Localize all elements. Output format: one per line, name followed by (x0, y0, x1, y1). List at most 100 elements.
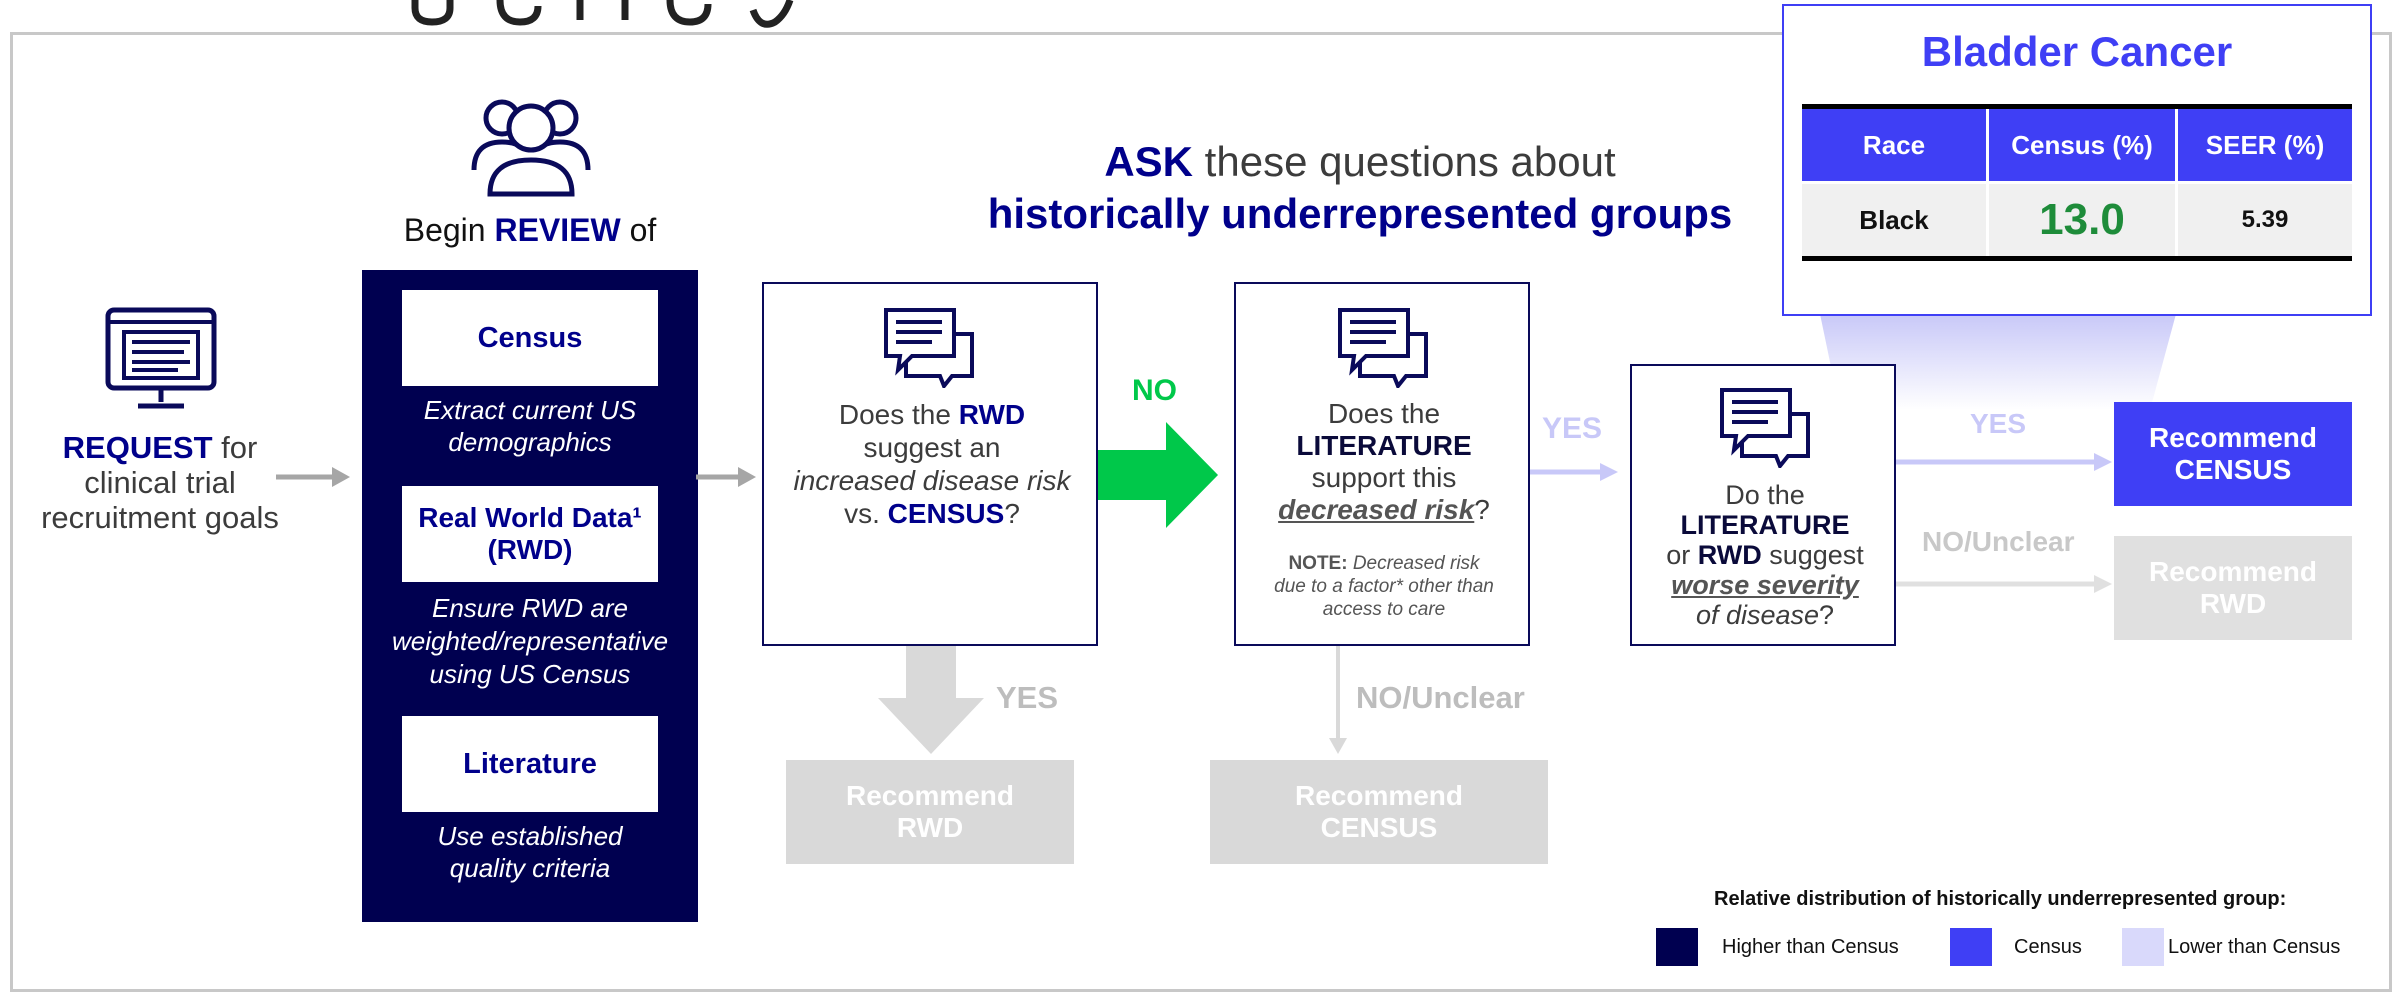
chat-bubbles-icon (884, 308, 974, 388)
label-yes-2: YES (1542, 412, 1603, 445)
outcome-recommend-rwd: Recommend RWD (786, 760, 1074, 864)
q1-l4-strong: CENSUS (887, 498, 1005, 529)
lit-desc-line2: quality criteria (449, 853, 611, 883)
header-census: Census (%) (1987, 106, 2178, 183)
question-severity-text: Do the LITERATURE or RWD suggest worse s… (1632, 480, 1898, 630)
review-title-strong: REVIEW (494, 212, 621, 248)
q3-l5: of disease (1695, 600, 1820, 630)
chat-bubbles-icon (1720, 388, 1810, 468)
q1-l1-strong: RWD (958, 399, 1026, 430)
literature-description: Use established quality criteria (362, 820, 698, 884)
ask-header: ASK these questions about historically u… (900, 136, 1820, 240)
q1-l4-pre: vs. (844, 498, 888, 529)
rec-rwd-line1: Recommend (845, 780, 1015, 811)
arrow-yes-lavender (1530, 463, 1618, 481)
rec-census-line2: CENSUS (1320, 812, 1438, 843)
label-no-unclear-1: NO/Unclear (1356, 680, 1525, 715)
note-line1: Decreased risk (1347, 553, 1480, 574)
rwd-desc-line1: Ensure RWD are (431, 593, 629, 623)
review-title: Begin REVIEW of (362, 212, 698, 249)
census-description: Extract current US demographics (362, 394, 698, 458)
arrow-request-to-review (276, 467, 350, 487)
popup-table: Race Census (%) SEER (%) Black 13.0 5.39 (1802, 104, 2352, 261)
ask-rest: these questions about (1193, 138, 1616, 185)
q3-l5-post: ? (1819, 600, 1835, 630)
computer-icon (105, 307, 217, 409)
arrow-no-to-rwd (1896, 575, 2112, 593)
note-line2: due to a factor* other than (1274, 576, 1494, 597)
header-seer: SEER (%) (2205, 129, 2325, 160)
rwd-source-box: Real World Data¹ (RWD) (402, 486, 658, 582)
q1-l1-pre: Does the (838, 399, 959, 430)
rwd-label-line1: Real World Data¹ (418, 502, 642, 533)
label-no-unclear-2: NO/Unclear (1922, 526, 2075, 557)
q2-l4: decreased risk (1278, 494, 1475, 525)
label-no: NO (1132, 374, 1177, 407)
q3-l1: Do the (1725, 480, 1805, 510)
popup-table-header: Race Census (%) SEER (%) (1802, 106, 2352, 183)
request-line3: recruitment goals (41, 500, 279, 535)
note-strong: NOTE: (1288, 553, 1348, 574)
legend-title: Relative distribution of historically un… (1714, 888, 2287, 910)
request-line2: clinical trial (84, 465, 236, 500)
legend-swatch-lower (2122, 928, 2164, 966)
cell-census: 13.0 (1987, 182, 2178, 259)
rwd-description: Ensure RWD are weighted/representative u… (362, 592, 698, 691)
census-source-box: Census (402, 290, 658, 386)
people-group-icon (471, 99, 591, 197)
arrow-no-green (1098, 422, 1218, 528)
outcome-final-rwd: Recommend RWD (2114, 536, 2352, 640)
rwd-desc-line3: using US Census (429, 659, 631, 689)
q3-l2: LITERATURE (1680, 510, 1850, 540)
popup-title: Bladder Cancer (1921, 28, 2233, 75)
q3-l3-pre: or (1666, 540, 1698, 570)
ask-line2: historically underrepresented groups (987, 190, 1733, 237)
q2-l3: support this (1311, 462, 1457, 493)
arrow-yes-to-census (1896, 453, 2112, 471)
request-rest: for (212, 430, 258, 465)
q3-l4: worse severity (1671, 570, 1859, 600)
arrow-review-to-q1 (696, 467, 756, 487)
legend-label-higher: Higher than Census (1722, 936, 1899, 958)
review-title-pre: Begin (403, 212, 495, 248)
header-race: Race (1802, 106, 1989, 183)
question-literature-text: Does the LITERATURE support this decreas… (1236, 398, 1532, 526)
review-title-post: of (620, 212, 657, 248)
request-strong: REQUEST (62, 430, 213, 465)
rec-rwd-line2: RWD (896, 812, 964, 843)
legend-label-lower: Lower than Census (2168, 936, 2341, 958)
legend-swatch-higher (1656, 928, 1698, 966)
clipped-title-fragment (411, 0, 794, 28)
bladder-cancer-popup: Bladder Cancer Race Census (%) SEER (%) … (1782, 4, 2372, 316)
note-text: NOTE: Decreased risk due to a factor* ot… (1236, 552, 1532, 621)
final-rwd-line1: Recommend (2148, 556, 2318, 587)
popup-pointer-wedge (1820, 314, 2176, 410)
outcome-final-census: Recommend CENSUS (2114, 402, 2352, 506)
q1-l4-post: ? (1004, 498, 1020, 529)
label-yes-1: YES (996, 680, 1059, 715)
arrow-down-thin (1329, 646, 1347, 754)
question-box-rwd: Does the RWD suggest an increased diseas… (762, 282, 1098, 646)
census-desc-line1: Extract current US (423, 395, 637, 425)
chat-bubbles-icon (1338, 308, 1428, 388)
question-box-severity: Do the LITERATURE or RWD suggest worse s… (1630, 364, 1896, 646)
rec-census-line1: Recommend (1294, 780, 1464, 811)
q2-l2: LITERATURE (1296, 430, 1472, 461)
q2-l4-post: ? (1474, 494, 1490, 525)
lit-desc-line1: Use established (437, 821, 623, 851)
q3-l3-strong: RWD (1697, 540, 1762, 570)
q1-l3: increased disease risk (793, 465, 1071, 496)
label-yes-3: YES (1970, 408, 2027, 439)
rwd-label-line2: (RWD) (487, 534, 573, 565)
q1-l2: suggest an (863, 432, 1001, 463)
final-rwd-line2: RWD (2199, 588, 2267, 619)
cell-race: Black (1802, 182, 1989, 259)
legend-label-census: Census (2014, 936, 2082, 958)
cell-seer: 5.39 (2241, 206, 2289, 233)
q2-l1: Does the (1327, 398, 1441, 429)
literature-source-box: Literature (402, 716, 658, 812)
arrow-down-grey (878, 646, 984, 754)
outcome-recommend-census: Recommend CENSUS (1210, 760, 1548, 864)
census-desc-line2: demographics (448, 427, 612, 457)
legend-swatch-census (1950, 928, 1992, 966)
